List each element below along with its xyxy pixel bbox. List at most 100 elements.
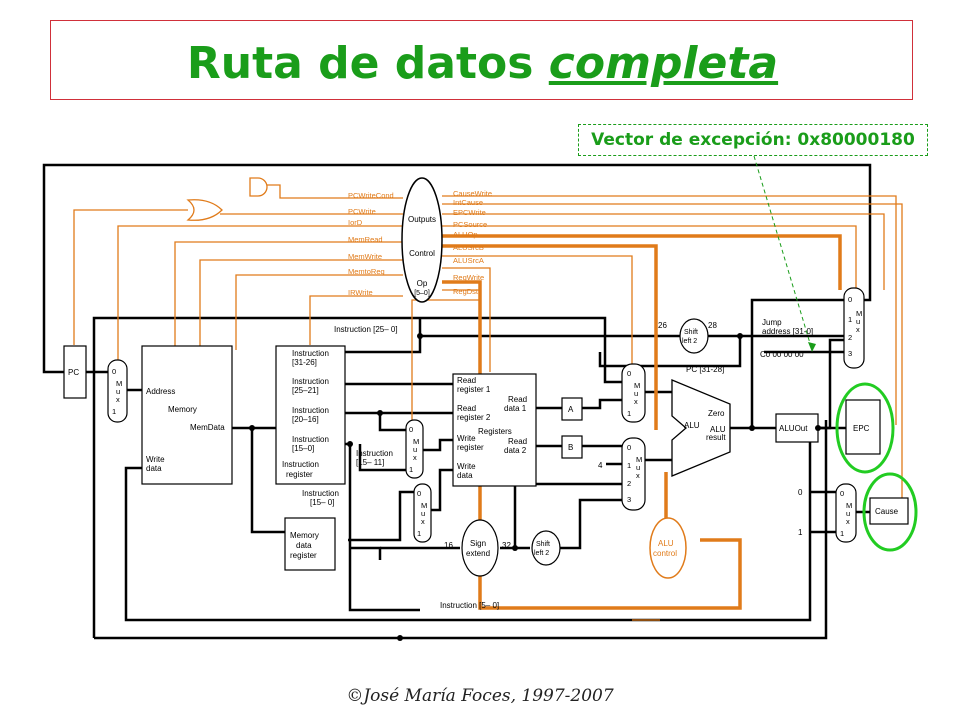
memdata-label: MemData	[190, 423, 225, 432]
shift-bottom-label: Shift	[536, 541, 550, 548]
wire-alu-pcmux	[750, 298, 844, 428]
instr-15-0-label: Instruction	[302, 489, 339, 498]
ctl-memread	[174, 241, 403, 350]
ir-reg-label: Instruction	[282, 460, 319, 469]
control-label: Control	[409, 249, 435, 258]
mux3-u: u	[421, 509, 425, 518]
wire-sign-in2	[350, 546, 382, 560]
sig-memwrite: MemWrite	[348, 252, 382, 261]
ctl-aluop	[442, 280, 742, 610]
wire-rt-mux	[378, 413, 406, 432]
mux6-3: 3	[848, 349, 852, 358]
sign-label: Sign	[470, 539, 486, 548]
ir-20-16-bits: [20–16]	[292, 415, 319, 424]
mux2-u: u	[413, 445, 417, 454]
mux4-x: x	[634, 397, 638, 406]
alu-result-label: ALU	[710, 425, 726, 434]
ctl-regwrite	[442, 267, 491, 372]
wire-write-data	[124, 428, 812, 622]
cause-const-1: 1	[798, 528, 803, 537]
mux7-0: 0	[840, 489, 844, 498]
instr-15-11-label: Instruction	[356, 449, 393, 458]
ctl-alusrcb	[442, 244, 658, 430]
sig-intcause: IntCause	[453, 198, 483, 207]
mdr-box	[284, 517, 336, 571]
mux5-u: u	[636, 463, 640, 472]
sig-regdst: RegDst	[453, 287, 479, 296]
jump-address-label: address [31-0]	[762, 327, 813, 336]
reg-writedata-sub: data	[457, 471, 473, 480]
title-main: Ruta de datos	[186, 38, 534, 89]
mux1-0: 0	[112, 367, 116, 376]
sig-aluop: ALUOp	[453, 230, 478, 239]
alu-label: ALU	[684, 421, 700, 430]
	[513, 482, 622, 548]
mux6-x: x	[856, 325, 860, 334]
ctl-epcwrite	[442, 213, 885, 290]
shift-left-bottom	[531, 530, 561, 566]
epc-box	[845, 399, 881, 455]
jump-label: Jump	[762, 318, 782, 327]
callout-leader	[753, 155, 813, 351]
main-wires	[42, 163, 872, 640]
cause-label: Cause	[875, 507, 899, 516]
mux7-m: M	[846, 501, 852, 510]
dot-4	[749, 425, 755, 431]
footer-copyright: ©José María Foces, 1997-2007	[346, 686, 614, 706]
wire-memdata-mdr	[250, 428, 285, 534]
wire-pc-31-28	[598, 336, 742, 368]
wire-mux-writedata	[430, 468, 453, 512]
and-gate	[249, 177, 268, 197]
dot-6	[512, 545, 518, 551]
alu-control	[649, 517, 687, 579]
sig-memtoreg: MemtoReg	[348, 267, 385, 276]
a-label: A	[568, 405, 574, 414]
cause-const-0: 0	[798, 488, 803, 497]
shift-bottom-sub: left 2	[534, 550, 549, 557]
alu-control-label: ALU	[658, 539, 674, 548]
control-unit	[401, 177, 443, 303]
sig-alusrca: ALUSrcA	[453, 256, 484, 265]
epc-highlight	[835, 382, 895, 474]
unit-labels: PC Address Memory MemData Write data Ins…	[68, 329, 899, 560]
mux6-u: u	[856, 317, 860, 326]
dot-7	[397, 635, 403, 641]
ctl-alusrca	[442, 255, 633, 372]
ctl-aluop-top	[442, 234, 842, 290]
reg-rd1-sub: data 1	[504, 404, 527, 413]
mux6-0: 0	[848, 295, 852, 304]
ir-15-0-label: Instruction	[292, 435, 329, 444]
reg-read2-label: Read	[457, 404, 476, 413]
write-data-label: data	[146, 464, 162, 473]
ctl-memwrite	[199, 259, 403, 350]
registers-box	[452, 373, 537, 487]
mux7-u: u	[846, 509, 850, 518]
alu-control-sub: control	[653, 549, 677, 558]
cause-highlight	[862, 472, 918, 552]
title-emphasis: completa	[548, 38, 779, 89]
alu	[671, 379, 731, 477]
ir-register-label: register	[286, 470, 313, 479]
mux7-1: 1	[840, 529, 844, 538]
ctl-iord	[117, 225, 403, 360]
a-box	[561, 397, 583, 421]
sig-pcwrite: PCWrite	[348, 207, 376, 216]
b-box	[561, 435, 583, 459]
ctl-pc-enable	[73, 209, 188, 345]
ir-box	[275, 345, 346, 485]
mdr-label-2: data	[296, 541, 312, 550]
extend-label: extend	[466, 549, 490, 558]
bits-28-label: 28	[708, 321, 717, 330]
mux5-1: 1	[627, 461, 631, 470]
mux3-1: 1	[417, 529, 421, 538]
reg-read1-label: Read	[457, 376, 476, 385]
mux1-x: x	[116, 395, 120, 404]
write-label: Write	[146, 455, 165, 464]
ir-31-26-bits: [31-26]	[292, 358, 317, 367]
or-gate	[186, 199, 223, 221]
ctl-intcause	[442, 203, 903, 500]
mux3-m: M	[421, 501, 427, 510]
memory-label: Memory	[168, 405, 197, 414]
pc-box	[63, 345, 87, 399]
dot-2	[377, 410, 383, 416]
